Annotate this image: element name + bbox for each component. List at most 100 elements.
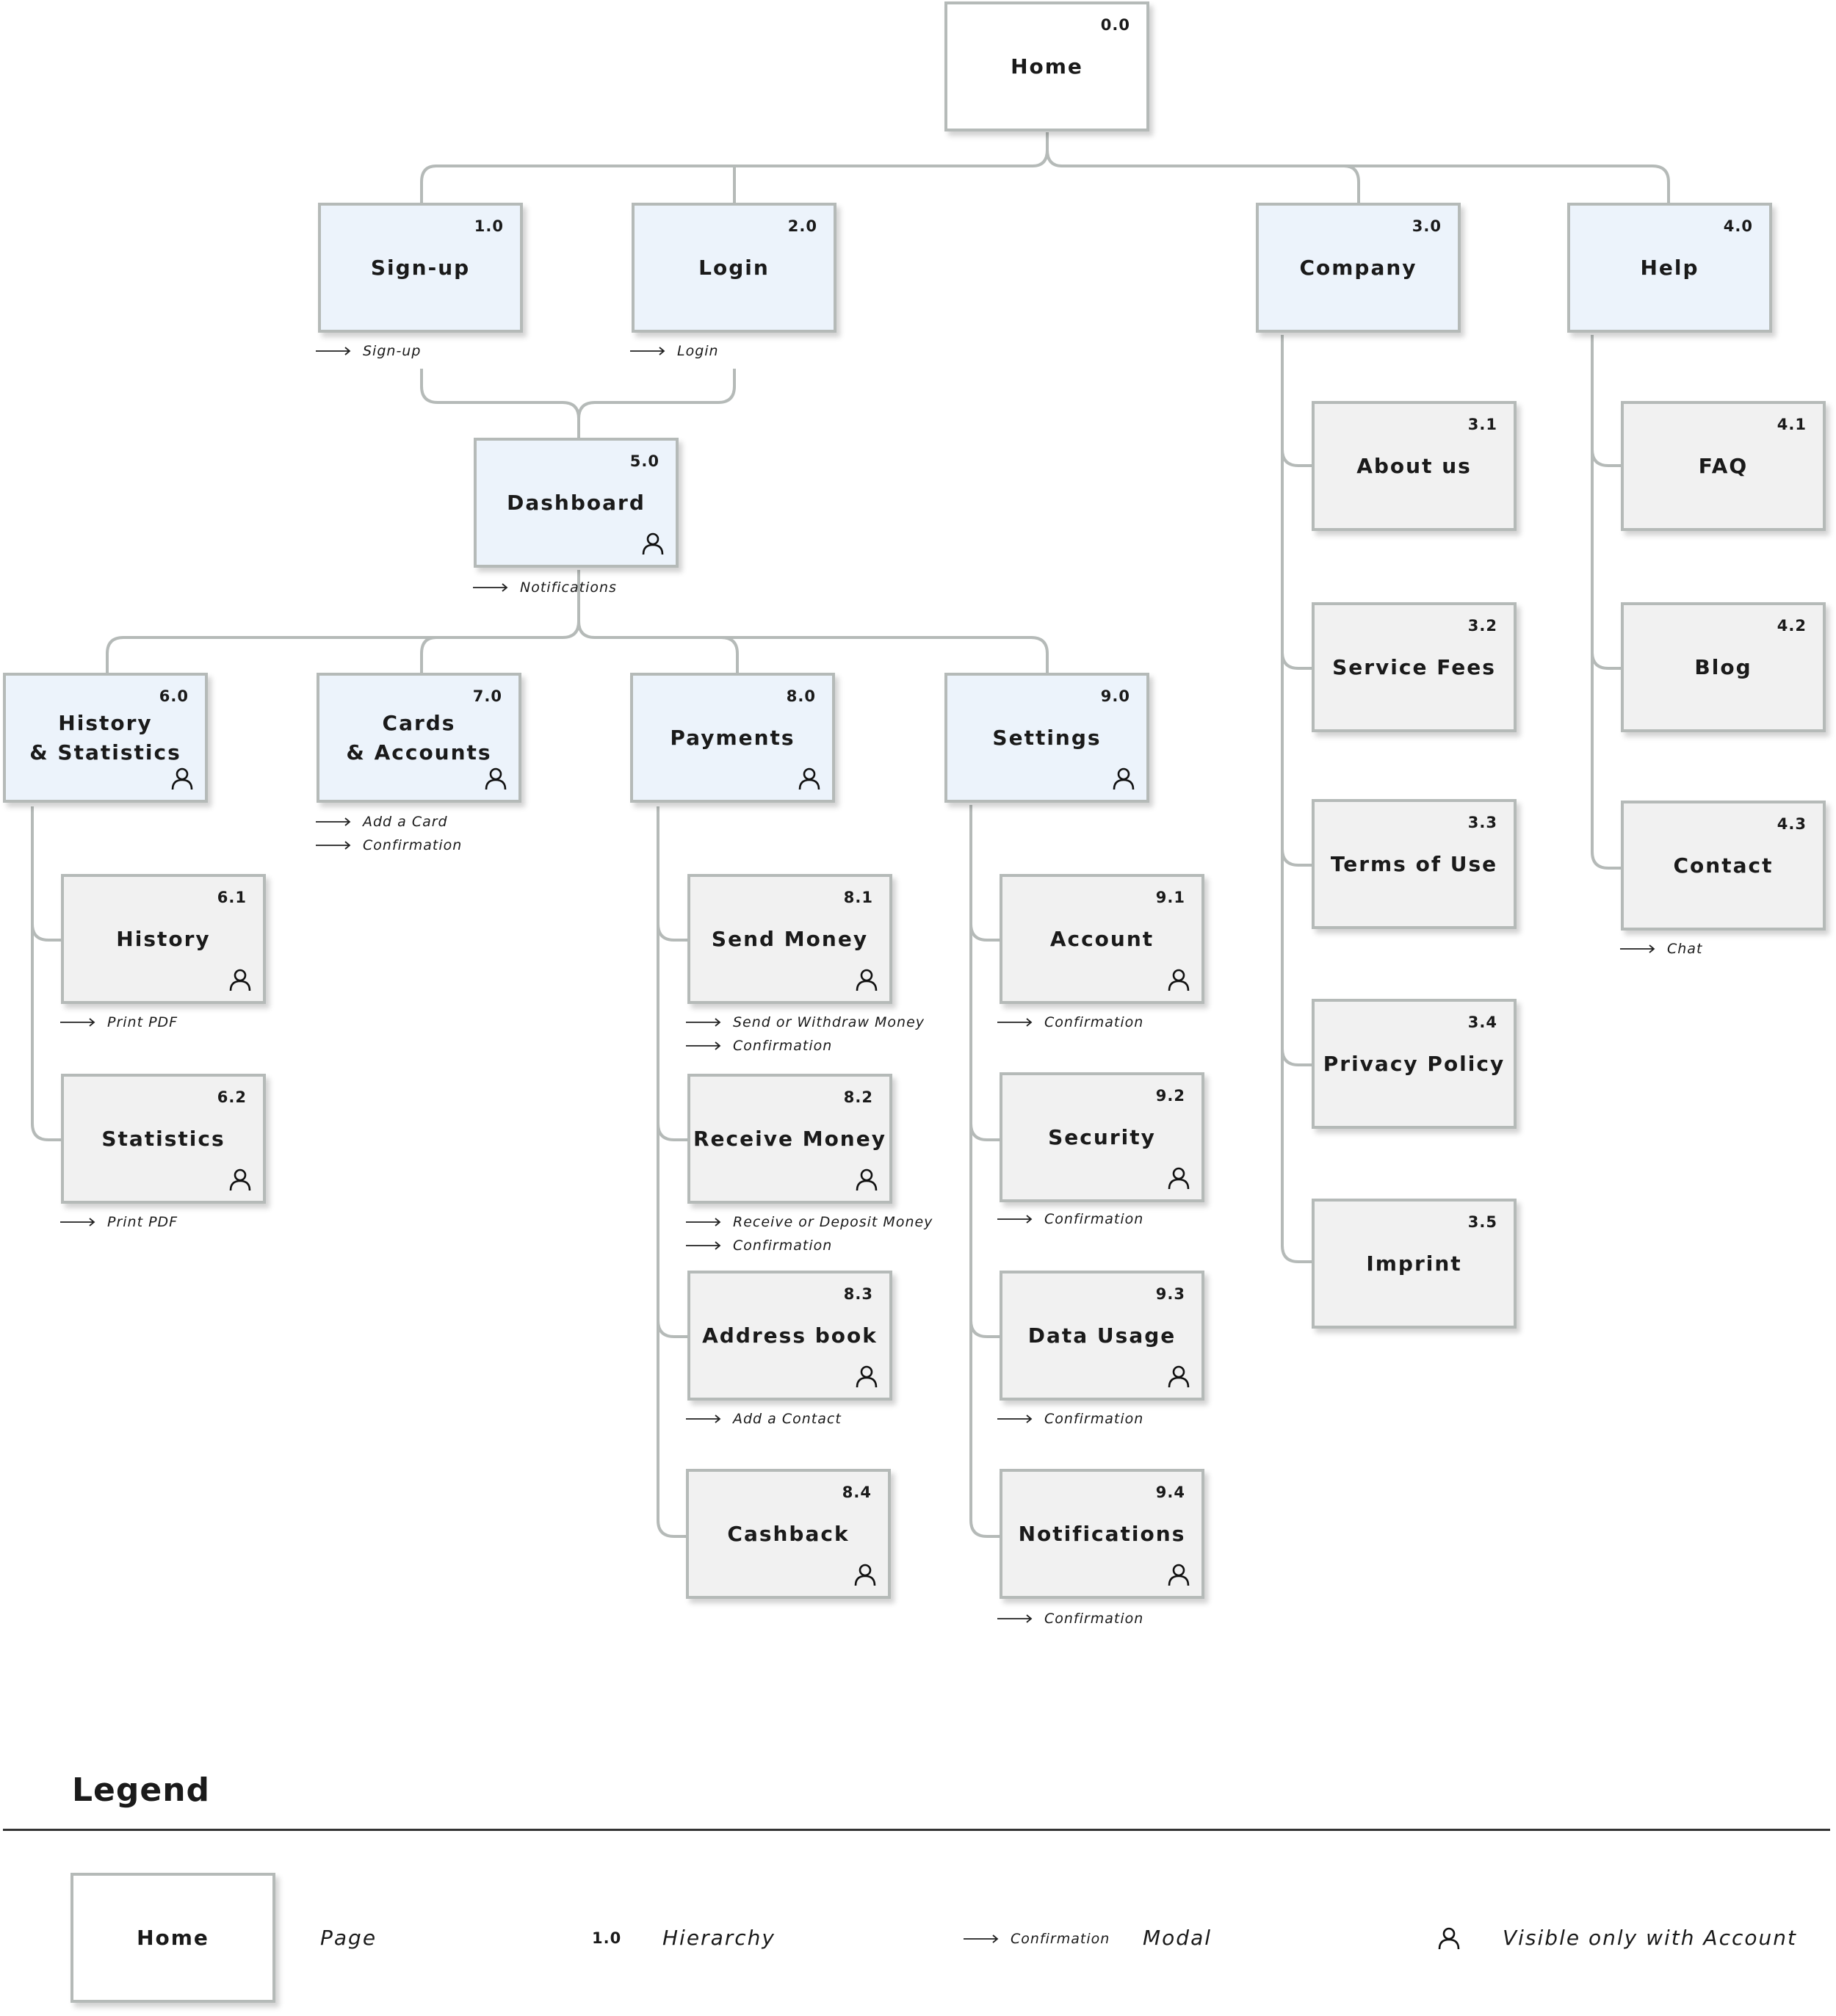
node-label: History <box>116 926 211 951</box>
modal-datausage: Confirmation <box>997 1407 1143 1431</box>
node-label: Send Money <box>711 926 869 951</box>
user-icon <box>856 1168 878 1191</box>
hierarchy-number: 8.1 <box>843 889 873 906</box>
node-contact[interactable]: 4.3 Contact <box>1621 801 1826 931</box>
node-label: Cashback <box>727 1521 850 1546</box>
node-security[interactable]: 9.2 Security <box>1000 1072 1204 1202</box>
node-privacy-policy[interactable]: 3.4 Privacy Policy <box>1312 999 1517 1129</box>
node-send-money[interactable]: 8.1 Send Money <box>687 874 892 1004</box>
hierarchy-number: 3.1 <box>1467 416 1497 433</box>
arrow-icon <box>686 1041 721 1050</box>
node-label: Company <box>1299 255 1417 280</box>
legend-account-label: Visible only with Account <box>1503 1926 1797 1950</box>
node-label: About us <box>1356 453 1472 478</box>
node-cards-accounts[interactable]: 7.0 Cards & Accounts <box>317 673 521 803</box>
node-label: Contact <box>1673 853 1774 878</box>
node-label: Login <box>698 255 770 280</box>
node-label: Sign-up <box>370 255 471 280</box>
arrow-icon <box>316 817 351 826</box>
arrow-icon <box>964 1934 999 1943</box>
node-cashback[interactable]: 8.4 Cashback <box>686 1469 891 1599</box>
node-imprint[interactable]: 3.5 Imprint <box>1312 1199 1517 1329</box>
node-label: Payments <box>670 725 795 750</box>
node-statistics[interactable]: 6.2 Statistics <box>61 1074 266 1204</box>
modal-label: Confirmation <box>733 1238 833 1254</box>
user-icon <box>856 969 878 991</box>
hierarchy-number: 9.2 <box>1155 1087 1185 1105</box>
node-terms-of-use[interactable]: 3.3 Terms of Use <box>1312 799 1517 929</box>
modal-label: Confirmation <box>1044 1611 1144 1627</box>
node-label: Security <box>1048 1124 1156 1149</box>
node-company[interactable]: 3.0 Company <box>1256 203 1461 333</box>
modal-address: Add a Contact <box>686 1407 842 1431</box>
legend-modal-example: Confirmation <box>964 1927 1110 1951</box>
hierarchy-number: 3.4 <box>1467 1014 1497 1031</box>
modal-label: Login <box>677 343 719 359</box>
node-settings[interactable]: 9.0 Settings <box>944 673 1149 803</box>
hierarchy-number: 9.1 <box>1155 889 1185 906</box>
modal-contact: Chat <box>1620 937 1702 961</box>
node-dashboard[interactable]: 5.0 Dashboard <box>474 438 679 568</box>
node-account[interactable]: 9.1 Account <box>1000 874 1204 1004</box>
node-about-us[interactable]: 3.1 About us <box>1312 401 1517 531</box>
node-data-usage[interactable]: 9.3 Data Usage <box>1000 1271 1204 1401</box>
user-icon <box>1168 1365 1190 1388</box>
node-signup[interactable]: 1.0 Sign-up <box>318 203 523 333</box>
node-help[interactable]: 4.0 Help <box>1567 203 1772 333</box>
arrow-icon <box>686 1218 721 1226</box>
user-icon <box>1168 1564 1190 1586</box>
modal-label: Send or Withdraw Money <box>733 1014 925 1030</box>
node-notifications[interactable]: 9.4 Notifications <box>1000 1469 1204 1599</box>
node-login[interactable]: 2.0 Login <box>632 203 836 333</box>
node-receive-money[interactable]: 8.2 Receive Money <box>687 1074 892 1204</box>
hierarchy-number: 5.0 <box>629 452 659 470</box>
modal-cards-add: Add a Card <box>316 810 448 834</box>
legend-page-box: Home <box>71 1873 275 2003</box>
node-address-book[interactable]: 8.3 Address book <box>687 1271 892 1401</box>
legend-page-label: Page <box>320 1926 377 1950</box>
node-label: Notifications <box>1018 1521 1186 1546</box>
hierarchy-number: 4.0 <box>1723 217 1753 235</box>
hierarchy-number: 9.3 <box>1155 1285 1185 1303</box>
node-label: Privacy Policy <box>1323 1051 1506 1076</box>
arrow-icon <box>686 1018 721 1027</box>
hierarchy-number: 1.0 <box>474 217 504 235</box>
node-label: Statistics <box>101 1126 225 1151</box>
node-label: Service Fees <box>1332 654 1496 679</box>
node-label: Help <box>1640 255 1699 280</box>
hierarchy-number: 4.2 <box>1777 617 1807 635</box>
node-history-statistics[interactable]: 6.0 History & Statistics <box>3 673 208 803</box>
modal-label: Confirmation <box>733 1038 833 1054</box>
node-home[interactable]: 0.0 Home <box>944 1 1149 131</box>
modal-label: Add a Contact <box>733 1411 842 1427</box>
node-service-fees[interactable]: 3.2 Service Fees <box>1312 602 1517 732</box>
node-label: Dashboard <box>507 490 646 515</box>
modal-label: Print PDF <box>107 1214 178 1230</box>
modal-label: Receive or Deposit Money <box>733 1214 933 1230</box>
node-payments[interactable]: 8.0 Payments <box>630 673 835 803</box>
legend-title: Legend <box>72 1771 211 1809</box>
arrow-icon <box>997 1614 1033 1623</box>
modal-dashboard: Notifications <box>473 576 617 599</box>
node-label: Home <box>1011 54 1083 79</box>
arrow-icon <box>1620 944 1655 953</box>
node-label: FAQ <box>1698 453 1749 478</box>
arrow-icon <box>473 583 508 592</box>
node-blog[interactable]: 4.2 Blog <box>1621 602 1826 732</box>
node-history[interactable]: 6.1 History <box>61 874 266 1004</box>
modal-label: Add a Card <box>363 814 448 830</box>
node-label: Address book <box>702 1323 878 1348</box>
hierarchy-number: 3.2 <box>1467 617 1497 635</box>
modal-label: Notifications <box>520 579 617 596</box>
node-faq[interactable]: 4.1 FAQ <box>1621 401 1826 531</box>
hierarchy-number: 3.0 <box>1412 217 1442 235</box>
hierarchy-number: 8.2 <box>843 1088 873 1106</box>
user-icon <box>854 1564 876 1586</box>
hierarchy-number: 4.1 <box>1777 416 1807 433</box>
user-icon <box>1168 1167 1190 1190</box>
modal-send-2: Confirmation <box>686 1034 832 1058</box>
user-icon <box>642 532 664 555</box>
user-icon <box>1168 969 1190 991</box>
legend-hierarchy-label: Hierarchy <box>662 1926 776 1950</box>
node-label: Settings <box>992 725 1102 750</box>
